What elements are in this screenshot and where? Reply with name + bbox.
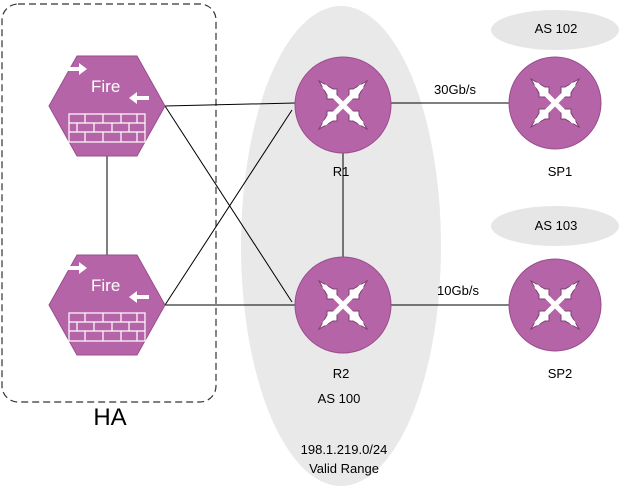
arrow-left-icon bbox=[129, 291, 149, 303]
as102-zone bbox=[491, 10, 619, 50]
firewall-2 bbox=[48, 254, 166, 356]
firewall-1 bbox=[48, 55, 166, 157]
as100-zone bbox=[241, 6, 441, 486]
link-fw1-r2 bbox=[164, 105, 293, 303]
links bbox=[106, 102, 512, 306]
router-sp1-label: SP1 bbox=[547, 164, 573, 179]
arrow-right-icon bbox=[67, 262, 87, 274]
ha-label: HA bbox=[93, 404, 127, 431]
router-sp2 bbox=[508, 258, 602, 352]
as103-label: AS 103 bbox=[534, 218, 578, 233]
link-r1-sp1-label: 30Gb/s bbox=[434, 82, 476, 97]
router-sp1 bbox=[508, 56, 602, 150]
brick-wall-icon bbox=[68, 113, 146, 143]
link-fw2-r1 bbox=[164, 109, 293, 306]
network-range: 198.1.219.0/24 bbox=[300, 442, 388, 457]
brick-wall-icon bbox=[68, 312, 146, 342]
as102-label: AS 102 bbox=[534, 21, 578, 36]
router-r1-label: R1 bbox=[332, 164, 350, 179]
link-r2-sp2-label: 10Gb/s bbox=[437, 283, 479, 298]
router-r2 bbox=[294, 256, 392, 354]
router-r1 bbox=[294, 56, 392, 154]
as103-zone bbox=[491, 206, 619, 246]
network-range-caption: Valid Range bbox=[309, 461, 379, 476]
arrow-left-icon bbox=[129, 92, 149, 104]
firewall-2-label: Fire bbox=[91, 276, 121, 295]
router-r2-label: R2 bbox=[332, 366, 350, 381]
as100-label: AS 100 bbox=[317, 391, 361, 406]
router-sp2-label: SP2 bbox=[547, 366, 573, 381]
link-fw1-r1 bbox=[164, 102, 296, 107]
arrow-right-icon bbox=[67, 63, 87, 75]
firewall-1-label: Fire bbox=[91, 77, 121, 96]
ha-zone bbox=[1, 3, 217, 403]
